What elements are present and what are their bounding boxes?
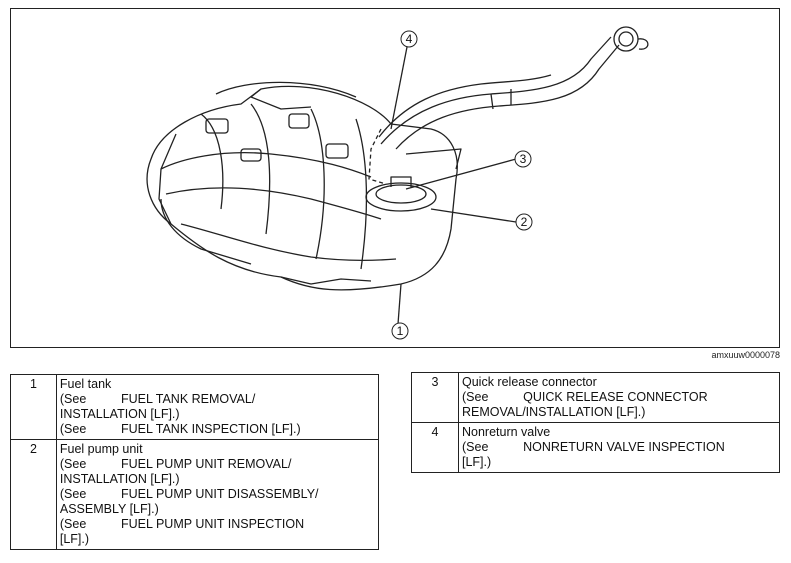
- part-name: Quick release connector: [462, 375, 597, 389]
- callout-3: 3: [514, 150, 532, 168]
- svg-text:1: 1: [397, 324, 404, 338]
- table-row: 3 Quick release connector (See QUICK REL…: [411, 372, 780, 423]
- part-number: 1: [10, 374, 57, 440]
- svg-text:2: 2: [521, 215, 528, 229]
- fuel-pump-unit-drawing: [365, 182, 437, 212]
- reference-link[interactable]: (See FUEL PUMP UNIT REMOVAL/ INSTALLATIO…: [59, 457, 292, 486]
- svg-text:3: 3: [520, 152, 527, 166]
- callout-2: 2: [515, 213, 533, 231]
- part-number: 3: [411, 372, 459, 423]
- part-name: Fuel pump unit: [59, 442, 143, 456]
- callout-4: 4: [400, 30, 418, 48]
- table-row: 1 Fuel tank (See FUEL TANK REMOVAL/ INST…: [10, 374, 380, 440]
- table-row: 2 Fuel pump unit (See FUEL PUMP UNIT REM…: [10, 439, 380, 550]
- figure-id: amxuuw0000078: [711, 350, 780, 360]
- parts-table-right: 3 Quick release connector (See QUICK REL…: [411, 372, 780, 473]
- reference-link[interactable]: (See QUICK RELEASE CONNECTOR REMOVAL/INS…: [462, 390, 708, 419]
- reference-link[interactable]: (See NONRETURN VALVE INSPECTION [LF].): [462, 440, 725, 469]
- part-number: 4: [411, 422, 459, 473]
- part-name: Fuel tank: [59, 377, 112, 391]
- parts-table-left: 1 Fuel tank (See FUEL TANK REMOVAL/ INST…: [10, 374, 380, 550]
- table-row: 4 Nonreturn valve (See NONRETURN VALVE I…: [411, 422, 780, 473]
- reference-link[interactable]: (See FUEL PUMP UNIT INSPECTION [LF].): [59, 517, 305, 546]
- part-name: Nonreturn valve: [462, 425, 551, 439]
- reference-link[interactable]: (See FUEL TANK INSPECTION [LF].): [59, 422, 301, 436]
- fuel-tank-outline: [146, 85, 458, 291]
- fuel-tank-drawing: 4 3 2 1: [146, 26, 649, 340]
- svg-text:4: 4: [406, 32, 413, 46]
- callout-1: 1: [391, 322, 409, 340]
- part-number: 2: [10, 439, 57, 550]
- reference-link[interactable]: (See FUEL TANK REMOVAL/ INSTALLATION [LF…: [59, 392, 256, 421]
- reference-link[interactable]: (See FUEL PUMP UNIT DISASSEMBLY/ ASSEMBL…: [59, 487, 319, 516]
- fuel-system-illustration: 4 3 2 1: [10, 8, 780, 348]
